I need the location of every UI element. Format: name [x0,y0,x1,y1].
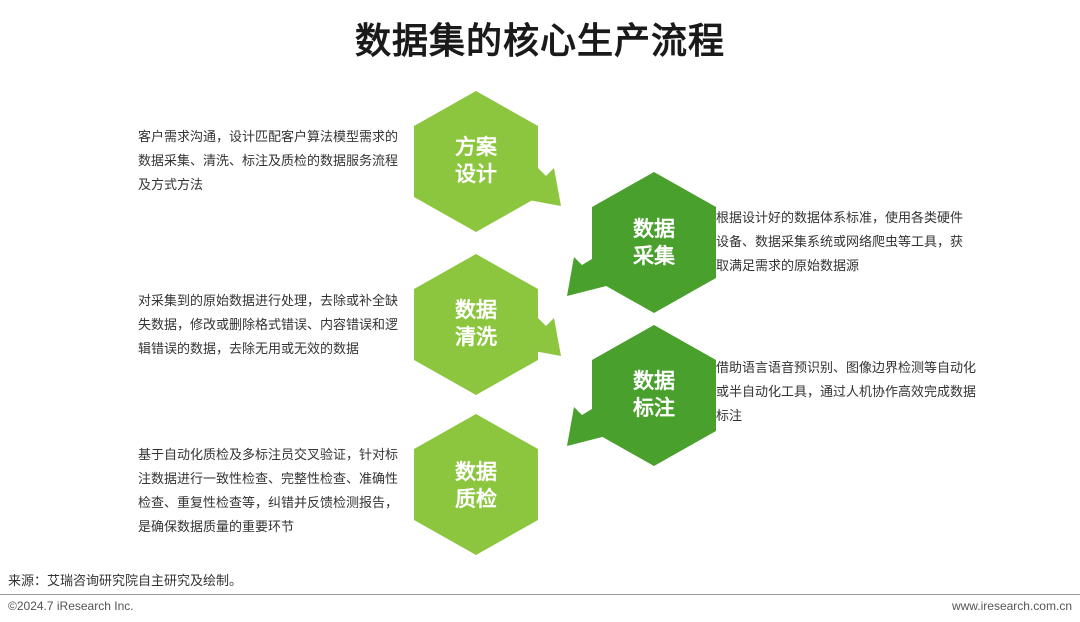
step-clean-label: 数据 清洗 [416,297,536,351]
step-design-label-line2: 设计 [455,162,497,186]
description-line: 是确保数据质量的重要环节 [138,520,295,535]
description-line: 检查、重复性检查等，纠错并反馈检测报告， [138,496,399,511]
description-line: 基于自动化质检及多标注员交叉验证，针对标 [138,448,399,463]
source-note: 来源：艾瑞咨询研究院自主研究及绘制。 [8,574,243,589]
step-design-label-line1: 方案 [455,135,497,159]
step-collect-label-line1: 数据 [633,217,675,241]
step-collect-label-line2: 采集 [633,244,675,268]
step-design-description: 客户需求沟通，设计匹配客户算法模型需求的 数据采集、清洗、标注及质检的数据服务流… [138,126,398,198]
footer-divider [0,594,1080,595]
description-line: 取满足需求的原始数据源 [716,259,860,274]
step-qc-description: 基于自动化质检及多标注员交叉验证，针对标 注数据进行一致性检查、完整性检查、准确… [138,444,398,540]
copyright: ©2024.7 iResearch Inc. [8,599,134,613]
hexagon-step-label [592,325,716,466]
hexagon-step-design [414,91,538,232]
step-qc-label-line2: 质检 [455,487,497,511]
step-label-description: 借助语言语音预识别、图像边界检测等自动化 或半自动化工具，通过人机协作高效完成数… [716,357,976,429]
website-link[interactable]: www.iresearch.com.cn [951,599,1072,613]
step-clean-label-line1: 数据 [455,298,497,322]
hexagon-step-clean [414,254,538,395]
page-title: 数据集的核心生产流程 [354,21,725,62]
hexagon-step-qc [414,414,538,555]
description-line: 根据设计好的数据体系标准，使用各类硬件 [716,211,964,226]
description-line: 设备、数据采集系统或网络爬虫等工具，获 [716,235,964,250]
description-line: 辑错误的数据，去除无用或无效的数据 [138,342,360,357]
description-line: 失数据，修改或删除格式错误、内容错误和逻 [138,318,399,333]
description-line: 标注 [716,409,743,424]
step-qc-label-line1: 数据 [455,460,497,484]
step-clean-label-line2: 清洗 [455,325,497,349]
description-line: 数据采集、清洗、标注及质检的数据服务流程 [138,154,399,169]
step-design-label: 方案 设计 [416,134,536,188]
step-label-label-line1: 数据 [633,369,675,393]
step-collect-description: 根据设计好的数据体系标准，使用各类硬件 设备、数据采集系统或网络爬虫等工具，获 … [716,207,963,279]
step-label-label: 数据 标注 [594,368,714,422]
step-qc-label: 数据 质检 [416,459,536,513]
description-line: 注数据进行一致性检查、完整性检查、准确性 [138,472,399,487]
description-line: 对采集到的原始数据进行处理，去除或补全缺 [138,294,399,309]
description-line: 或半自动化工具，通过人机协作高效完成数据 [716,385,977,400]
description-line: 及方式方法 [138,178,204,193]
description-line: 客户需求沟通，设计匹配客户算法模型需求的 [138,130,399,145]
description-line: 借助语言语音预识别、图像边界检测等自动化 [716,361,977,376]
hexagon-step-collect [592,172,716,313]
step-label-label-line2: 标注 [633,396,675,420]
step-clean-description: 对采集到的原始数据进行处理，去除或补全缺 失数据，修改或删除格式错误、内容错误和… [138,290,398,362]
step-collect-label: 数据 采集 [594,216,714,270]
